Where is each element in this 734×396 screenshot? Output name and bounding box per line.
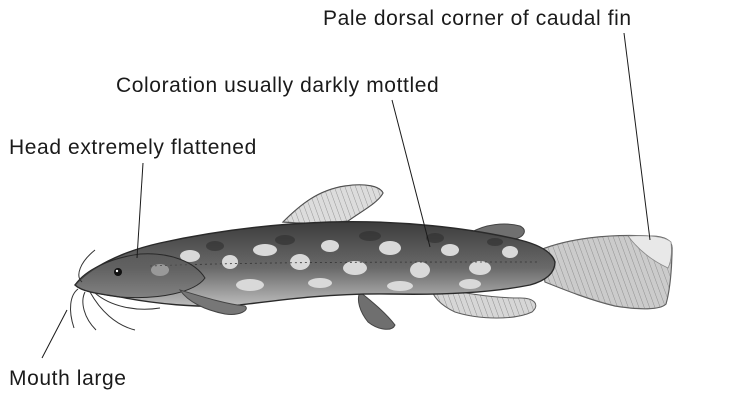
- pelvic-fin: [358, 292, 395, 329]
- leader-mouth: [42, 310, 67, 358]
- label-coloration: Coloration usually darkly mottled: [116, 75, 439, 96]
- eye: [114, 268, 122, 276]
- leader-caudal: [624, 33, 650, 240]
- label-mouth: Mouth large: [9, 368, 127, 389]
- label-caudal-fin: Pale dorsal corner of caudal fin: [323, 8, 632, 29]
- leader-head: [137, 163, 143, 258]
- label-head: Head extremely flattened: [9, 137, 257, 158]
